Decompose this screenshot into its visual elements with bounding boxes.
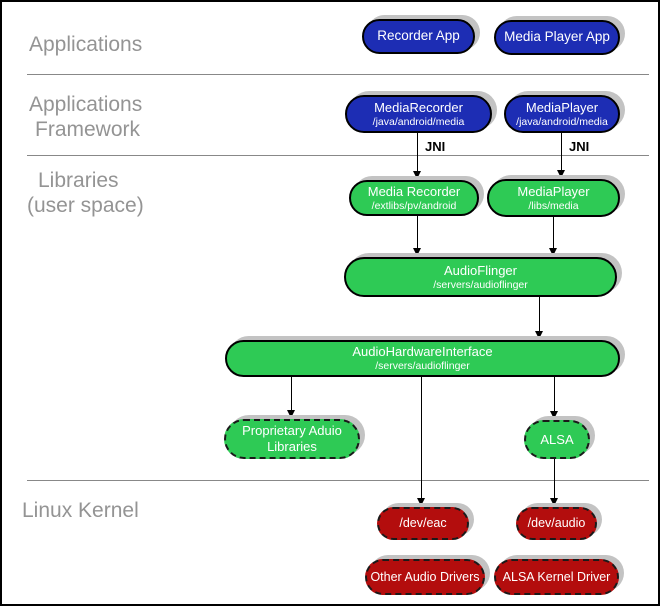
separator-framework-libraries: [27, 155, 649, 156]
node-subtitle: /java/android/media: [516, 115, 608, 128]
node-title: Media Recorder: [367, 183, 461, 199]
node-dev-eac: /dev/eac: [377, 507, 469, 540]
node-title: AudioFlinger: [444, 262, 517, 278]
node-media-recorder-lib: Media Recorder /extlibs/pv/android: [349, 180, 479, 216]
section-label-libraries-line2: (user space): [27, 194, 144, 217]
node-title: MediaRecorder: [374, 99, 463, 115]
node-mediarecorder-framework: MediaRecorder /java/android/media: [345, 95, 492, 133]
node-subtitle: /servers/audioflinger: [433, 278, 528, 291]
node-title: AudioHardwareInterface: [352, 344, 493, 360]
node-title: ALSA: [540, 431, 574, 447]
node-subtitle: /servers/audioflinger: [375, 360, 470, 372]
separator-libraries-kernel: [27, 480, 649, 481]
node-mediaplayer-lib: MediaPlayer /libs/media: [487, 179, 620, 217]
node-subtitle: /libs/media: [528, 199, 579, 212]
arrow-ahi-to-alsa: [550, 377, 559, 419]
arrow-mediarecorder-to-audioflinger: [413, 216, 422, 256]
section-label-framework-line1: Applications: [29, 93, 143, 116]
section-label-framework-line2: Framework: [35, 118, 141, 141]
jni-label-left: JNI: [425, 139, 446, 154]
node-media-player-app: Media Player App: [494, 20, 620, 55]
node-other-audio-drivers: Other Audio Drivers: [365, 559, 485, 595]
node-title: MediaPlayer: [517, 183, 590, 199]
section-label-linux-kernel: Linux Kernel: [22, 499, 139, 522]
arrow-ahi-to-dev-eac: [417, 377, 426, 506]
arrow-ahi-to-proprietary: [287, 377, 296, 418]
arrow-audioflinger-to-ahi: [535, 297, 544, 339]
arrow-alsa-to-dev-audio: [550, 459, 559, 506]
node-recorder-app: Recorder App: [362, 19, 475, 54]
node-title: Other Audio Drivers: [370, 569, 480, 584]
node-title-line2: Libraries: [267, 439, 317, 454]
node-title: /dev/audio: [527, 516, 586, 530]
jni-label-right: JNI: [569, 139, 590, 154]
node-title-line1: Proprietary Aduio: [242, 423, 342, 439]
node-audio-hardware-interface: AudioHardwareInterface /servers/audiofli…: [225, 340, 620, 377]
node-audioflinger: AudioFlinger /servers/audioflinger: [344, 257, 617, 297]
separator-applications-framework: [27, 74, 649, 75]
arrow-mediaplayer-jni: [557, 133, 566, 178]
node-subtitle: /extlibs/pv/android: [371, 199, 457, 212]
node-title: Recorder App: [377, 28, 460, 44]
arrow-mediarecorder-jni: [413, 133, 422, 179]
section-label-applications: Applications: [29, 33, 143, 56]
arrow-mediaplayer-to-audioflinger: [549, 217, 558, 256]
node-proprietary-audio-libraries: Proprietary Aduio Libraries: [224, 419, 360, 459]
node-subtitle: /java/android/media: [372, 115, 465, 128]
node-alsa-kernel-driver: ALSA Kernel Driver: [494, 559, 619, 595]
node-title: Media Player App: [504, 29, 610, 45]
node-alsa: ALSA: [524, 420, 590, 459]
node-title: MediaPlayer: [525, 99, 599, 115]
node-title: ALSA Kernel Driver: [502, 569, 611, 584]
section-label-libraries-line1: Libraries: [38, 169, 119, 192]
node-mediaplayer-framework: MediaPlayer /java/android/media: [504, 95, 620, 133]
node-title: /dev/eac: [399, 516, 447, 530]
node-dev-audio: /dev/audio: [516, 507, 597, 540]
